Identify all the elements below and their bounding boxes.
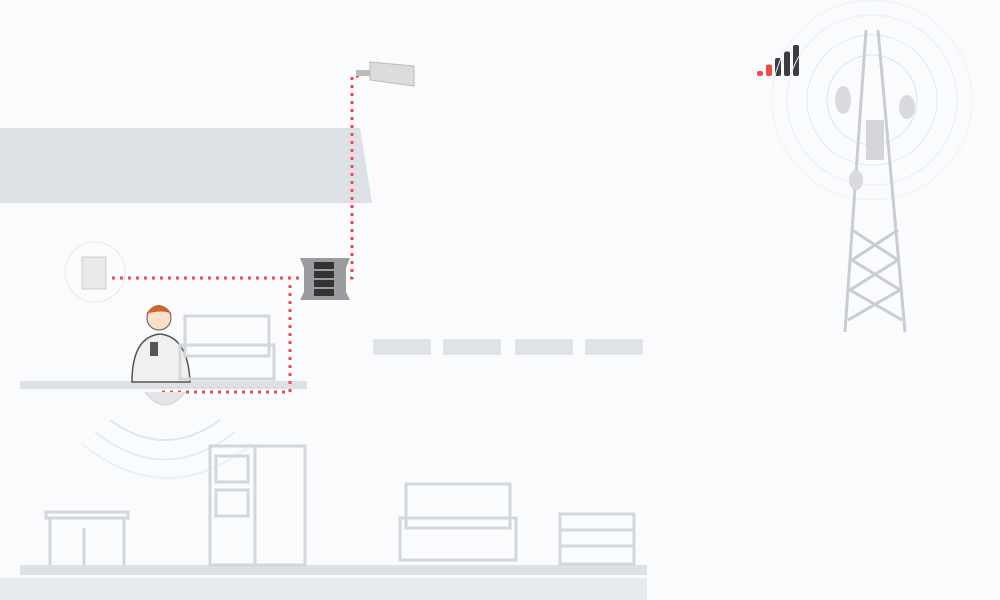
outdoor-antenna-icon — [356, 61, 415, 87]
dresser — [558, 512, 636, 566]
signal-cable-up — [350, 74, 362, 280]
signal-strength-icon — [757, 45, 799, 76]
signal-bar — [757, 71, 763, 76]
person-with-phone — [131, 305, 191, 383]
signal-bar — [793, 45, 799, 76]
signal-booster-icon — [300, 258, 350, 300]
dome-antenna-icon — [81, 391, 253, 479]
signal-bar — [784, 51, 790, 76]
fridge-cabinet — [208, 444, 307, 567]
house-roof — [0, 128, 372, 203]
desk — [44, 510, 130, 565]
ground-floor — [20, 565, 647, 575]
indoor-panel-antenna-icon — [64, 241, 126, 303]
signal-bar — [766, 64, 772, 76]
upper-floor — [20, 381, 307, 389]
ground-base — [0, 578, 647, 600]
signal-cable-down — [160, 285, 292, 394]
upstairs-sofa — [178, 314, 276, 381]
downstairs-sofa — [398, 482, 518, 562]
cell-tower-icon — [771, 0, 973, 333]
planters — [373, 339, 643, 355]
